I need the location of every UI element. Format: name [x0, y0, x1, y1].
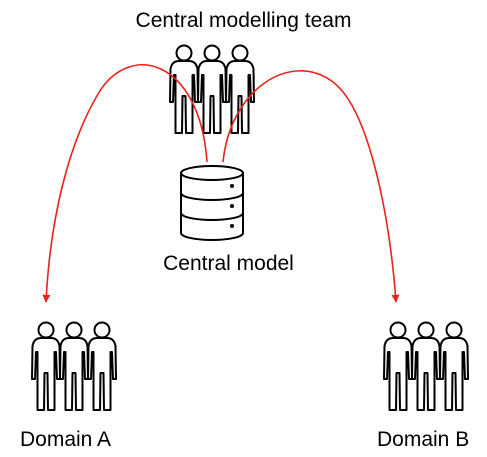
domain-a-team-icon — [31, 321, 117, 411]
central-team-icon — [169, 44, 255, 134]
domain-b-team-icon — [383, 321, 469, 411]
central-team-label: Central modelling team — [135, 9, 352, 32]
domain-b-label: Domain B — [377, 428, 470, 451]
arrow-team-to-domain-a — [42, 64, 208, 303]
central-model-label: Central model — [163, 252, 294, 275]
database-icon — [180, 165, 244, 241]
domain-a-label: Domain A — [20, 428, 112, 451]
arrow-team-to-domain-b — [222, 70, 400, 303]
